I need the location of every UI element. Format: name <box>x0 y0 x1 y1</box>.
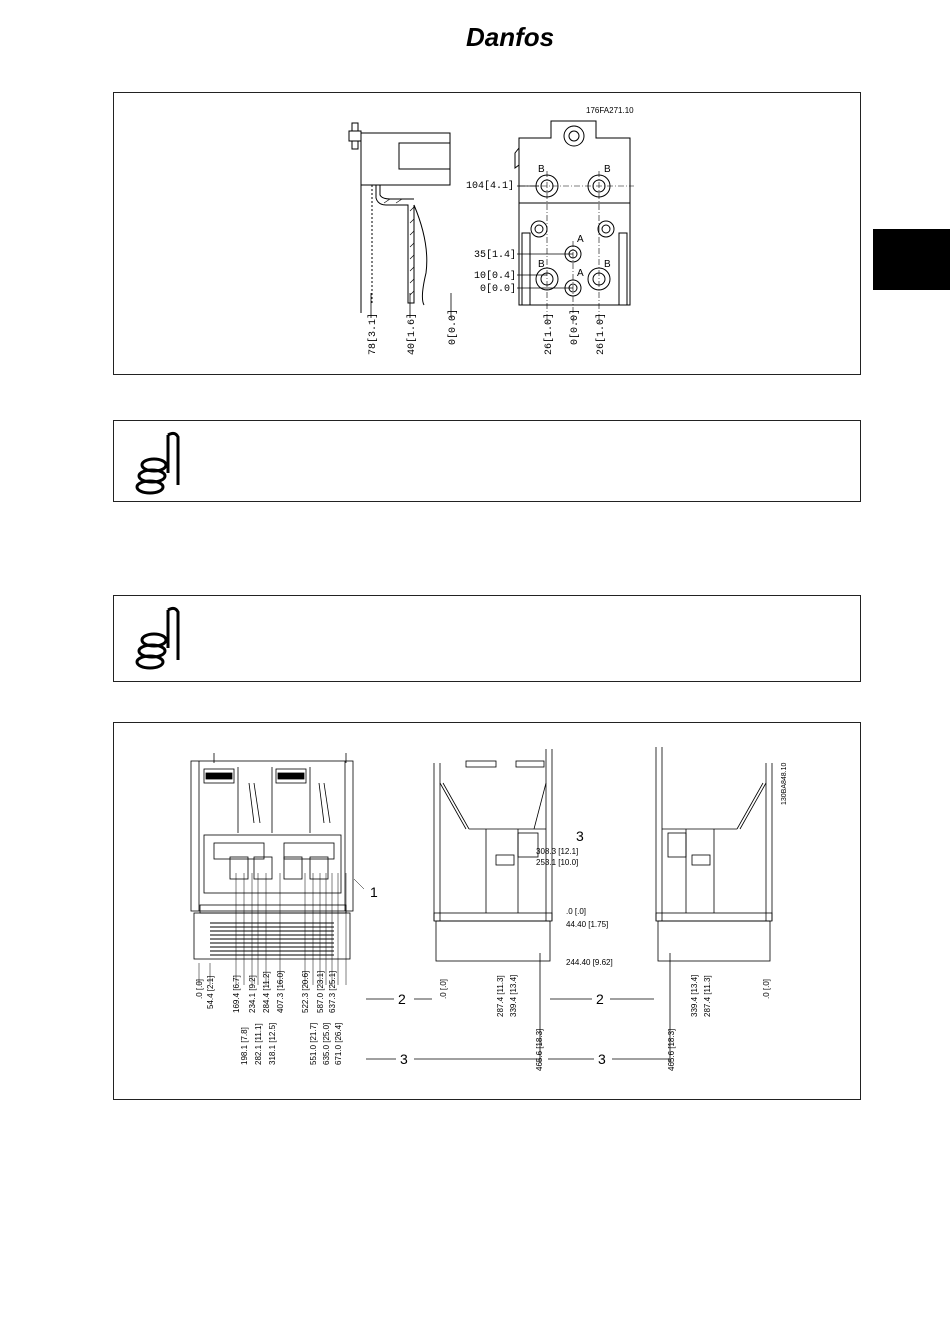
callout-2-left: 2 <box>398 991 406 1007</box>
note-box-2 <box>113 595 861 682</box>
vdim-104: 104[4.1] <box>466 180 514 192</box>
side-profile <box>348 122 451 313</box>
vdim-0: 0[0.0] <box>480 283 516 295</box>
fdim-r2-3: 551.0 [21.7] <box>309 1023 318 1065</box>
cabinet-drawing-frame: 1 .0 [.0] 54.4 [2.1] 169.4 [6.7] 234.1 [… <box>113 722 861 1100</box>
fdim-r2-4: 635.0 [25.0] <box>322 1023 331 1065</box>
hole-label-a2: A <box>577 268 584 279</box>
side-view-1 <box>433 749 553 962</box>
sdim-253: 253.1 [10.0] <box>536 858 578 867</box>
fdim-r1-5: 407.3 [16.0] <box>276 971 285 1013</box>
hole-label-b4: B <box>604 259 611 270</box>
fdim-r2-0: 198.1 [7.8] <box>240 1027 249 1065</box>
note-hand-icon <box>135 431 180 495</box>
callout-3-left: 3 <box>400 1051 408 1067</box>
hole-label-b2: B <box>604 164 611 175</box>
hole-label-a1: A <box>577 234 584 245</box>
fdim-r1-8: 637.3 [25.1] <box>328 971 337 1013</box>
callout-2-right: 2 <box>596 991 604 1007</box>
side-dim-2: 40[1.6] <box>406 313 418 355</box>
fdim-r1-0: .0 [.0] <box>195 979 204 999</box>
front-dim-2: 0[0.0] <box>569 309 581 345</box>
front-dim-1: 26[1.0] <box>543 313 555 355</box>
s1dim-2: 339.4 [13.4] <box>509 975 518 1017</box>
chapter-tab <box>873 229 950 290</box>
hole-label-b1: B <box>538 164 545 175</box>
sdim-44: 44.40 [1.75] <box>566 920 608 929</box>
fdim-r1-1: 54.4 [2.1] <box>206 976 215 1009</box>
front-dim-3: 26[1.0] <box>595 313 607 355</box>
vdim-35: 35[1.4] <box>474 249 516 261</box>
sdim-0: .0 [.0] <box>566 907 586 916</box>
note-box-1 <box>113 420 861 502</box>
fdim-r1-7: 587.0 [23.1] <box>316 971 325 1013</box>
note-hand-icon <box>135 606 180 670</box>
s1dim-1: 287.4 [11.3] <box>496 975 505 1017</box>
drawing-code-2: 130BA848.10 <box>781 762 788 805</box>
s2dim-0: 465.6 [18.3] <box>667 1029 676 1071</box>
side-dim-1: 78[3.1] <box>367 313 379 355</box>
terminal-drawing: 176FA271.10 78[3.1] 4 <box>348 106 634 355</box>
sdim-244: 244.40 [9.62] <box>566 958 613 967</box>
fdim-r2-2: 318.1 [12.5] <box>268 1023 277 1065</box>
fdim-r2-1: 282.1 [11.1] <box>254 1023 263 1065</box>
hole-label-b3: B <box>538 259 545 270</box>
front-view <box>190 753 354 960</box>
s1dim-0: .0 [.0] <box>439 979 448 999</box>
vdim-10: 10[0.4] <box>474 270 516 282</box>
callout-3-top: 3 <box>576 828 584 844</box>
fdim-r2-5: 671.0 [26.4] <box>334 1023 343 1065</box>
s2dim-2: 287.4 [11.3] <box>703 975 712 1017</box>
brand-text: Danfoss <box>466 22 554 52</box>
fdim-r1-6: 522.3 [20.6] <box>301 971 310 1013</box>
side-view-2 <box>655 747 773 962</box>
cabinet-drawing: 1 .0 [.0] 54.4 [2.1] 169.4 [6.7] 234.1 [… <box>190 747 788 1071</box>
side-dim-3: 0[0.0] <box>447 309 459 345</box>
s2dim-1: 339.4 [13.4] <box>690 975 699 1017</box>
callout-3-right: 3 <box>598 1051 606 1067</box>
callout-1: 1 <box>370 884 378 900</box>
bolt-holes <box>530 125 615 297</box>
front-plate <box>514 120 631 306</box>
danfoss-logo: Danfoss <box>466 22 554 52</box>
fdim-r1-3: 234.1 [9.2] <box>248 975 257 1013</box>
s1dim-3: 465.6 [18.3] <box>535 1029 544 1071</box>
terminal-drawing-frame: 176FA271.10 78[3.1] 4 <box>113 92 861 375</box>
s2dim-3: .0 [.0] <box>762 979 771 999</box>
fdim-r1-2: 169.4 [6.7] <box>232 975 241 1013</box>
drawing-code: 176FA271.10 <box>586 106 634 115</box>
fdim-r1-4: 284.4 [11.2] <box>262 971 271 1013</box>
sdim-308: 308.3 [12.1] <box>536 847 578 856</box>
